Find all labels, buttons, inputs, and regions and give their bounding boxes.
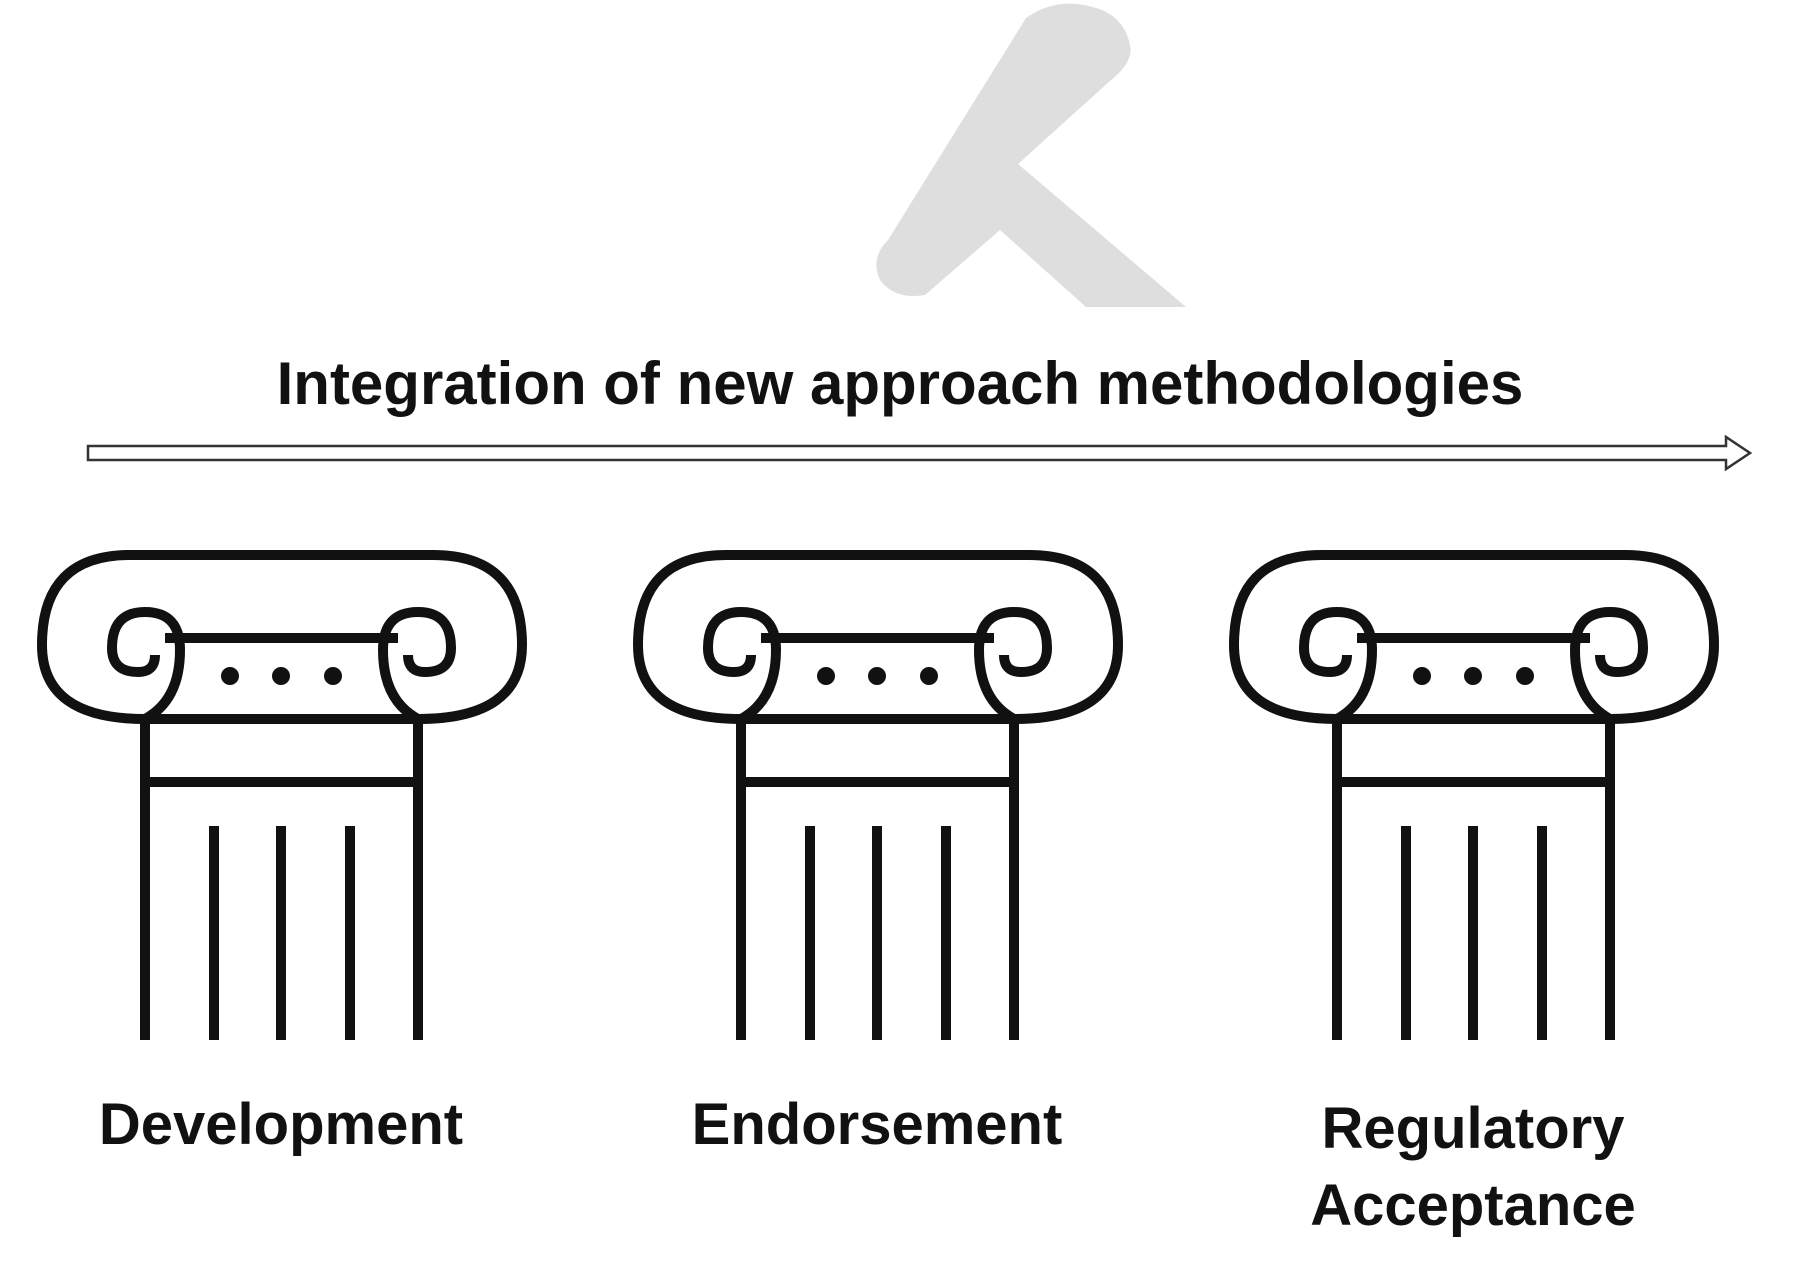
ionic-column-icon — [633, 550, 1123, 1040]
pillar-label-acceptance: Acceptance — [1310, 1173, 1636, 1238]
ionic-column-icon — [37, 550, 527, 1040]
ionic-column-icon — [1229, 550, 1719, 1040]
banner-title: Integration of new approach methodologie… — [277, 350, 1524, 417]
t-shape-watermark-icon — [876, 3, 1186, 307]
pillar-label-regulatory: Regulatory — [1322, 1096, 1625, 1161]
long-right-arrow-icon — [86, 434, 1753, 472]
pillar-label-development: Development — [99, 1092, 463, 1157]
pillar-label-endorsement: Endorsement — [692, 1092, 1063, 1157]
